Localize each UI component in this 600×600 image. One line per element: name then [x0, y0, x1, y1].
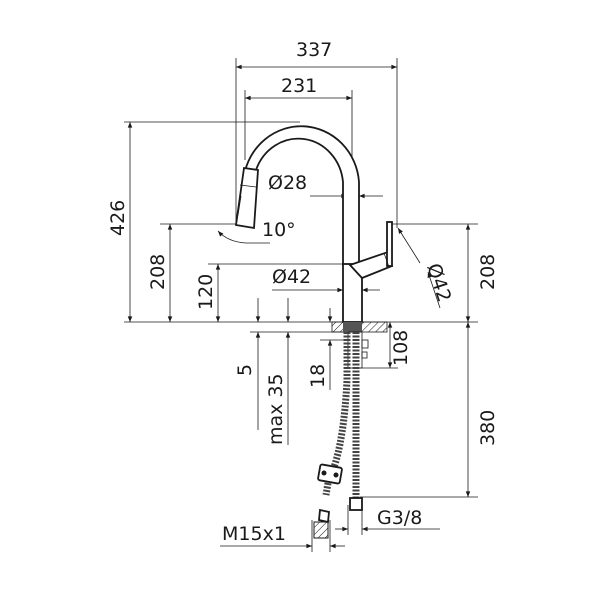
dim-max-35: max 35 [265, 373, 287, 445]
dim-337: 337 [296, 39, 332, 61]
dim-m15x1: M15x1 [222, 523, 286, 545]
dim-108: 108 [390, 330, 412, 366]
dim-120: 120 [195, 274, 217, 310]
dimension-lines [127, 64, 471, 549]
faucet [234, 125, 394, 323]
dim-angle-10: 10° [262, 219, 296, 241]
spray-hose [329, 332, 351, 472]
dim-diameter-42: Ø42 [272, 266, 311, 288]
dim-380: 380 [477, 410, 499, 446]
hose-connector [317, 463, 343, 485]
dim-18: 18 [307, 364, 329, 388]
hoses [313, 332, 363, 539]
dim-231: 231 [281, 75, 317, 97]
dim-diameter-42-lever: Ø42 [422, 261, 455, 305]
dim-5: 5 [234, 364, 256, 376]
dim-diameter-28: Ø28 [268, 172, 307, 194]
pullout-spray-head [234, 166, 259, 230]
dim-426: 426 [107, 200, 129, 236]
dim-208-left: 208 [147, 254, 169, 290]
dim-208-right: 208 [477, 254, 499, 290]
dimension-labels: 337 231 426 208 120 208 Ø28 10° Ø42 Ø42 … [107, 39, 499, 545]
dim-g3-8: G3/8 [377, 507, 422, 529]
lever-grip [386, 221, 393, 267]
supply-fitting [349, 497, 363, 511]
